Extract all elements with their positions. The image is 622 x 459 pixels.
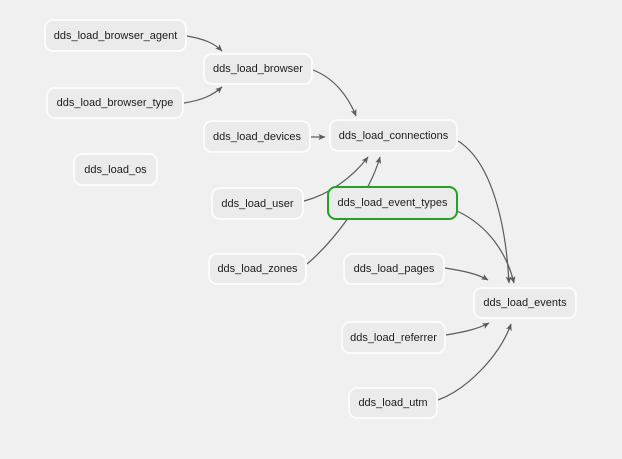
node-dds_load_user[interactable]: dds_load_user: [211, 187, 304, 220]
node-dds_load_events[interactable]: dds_load_events: [473, 287, 577, 319]
edge-dds_load_referrer-to-dds_load_events: [445, 322, 490, 336]
node-dds_load_pages[interactable]: dds_load_pages: [343, 253, 445, 285]
node-dds_load_utm[interactable]: dds_load_utm: [348, 387, 438, 419]
edge-dds_load_browser_agent-to-dds_load_browser: [186, 35, 223, 52]
node-dds_load_browser_type[interactable]: dds_load_browser_type: [46, 87, 184, 119]
node-dds_load_connections[interactable]: dds_load_connections: [329, 119, 458, 152]
edge-dds_load_pages-to-dds_load_events: [444, 267, 489, 281]
edge-dds_load_user-to-dds_load_connections: [303, 156, 369, 202]
node-dds_load_os[interactable]: dds_load_os: [73, 153, 158, 186]
edge-dds_load_browser-to-dds_load_connections: [312, 69, 357, 117]
node-dds_load_devices[interactable]: dds_load_devices: [203, 120, 311, 153]
edge-dds_load_event_types-to-dds_load_events: [456, 210, 516, 284]
node-dds_load_referrer[interactable]: dds_load_referrer: [341, 321, 446, 354]
node-dds_load_zones[interactable]: dds_load_zones: [208, 253, 307, 285]
node-dds_load_browser_agent[interactable]: dds_load_browser_agent: [44, 19, 187, 52]
node-dds_load_browser[interactable]: dds_load_browser: [203, 53, 313, 85]
edge-dds_load_utm-to-dds_load_events: [437, 323, 512, 401]
node-dds_load_event_types[interactable]: dds_load_event_types: [327, 186, 458, 220]
edge-dds_load_browser_type-to-dds_load_browser: [183, 86, 223, 104]
